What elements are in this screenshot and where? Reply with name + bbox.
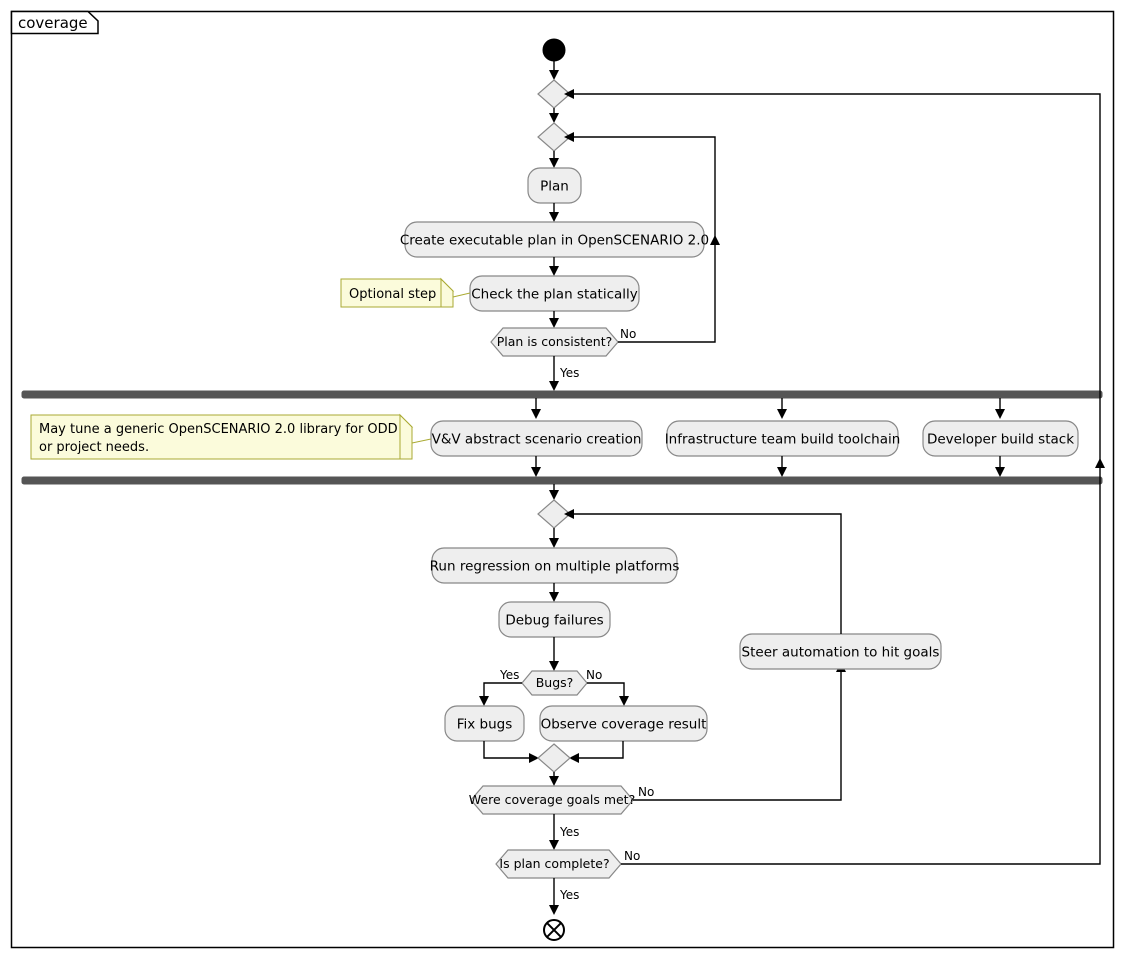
arrowhead-dev-join [995, 467, 1005, 477]
arrowhead-observe-merge [569, 753, 579, 763]
arrowhead-merge-plan [549, 158, 559, 168]
arrowhead-join-merge [549, 490, 559, 500]
arrowhead-check-consistent [549, 318, 559, 328]
decision-is-plan-complete[interactable] [495, 849, 622, 879]
edge-bugs-yes [483, 682, 522, 700]
decision-coverage-goals-met[interactable] [470, 785, 634, 815]
flow-final-cross-icon [546, 922, 562, 938]
activity-create-executable-plan-label: Create executable plan in OpenSCENARIO 2… [400, 233, 709, 249]
diagram-frame [10, 10, 1115, 949]
decision-bugs-label: Bugs? [536, 675, 574, 690]
guard-bugs-no: No [586, 668, 602, 682]
arrowhead-fork-dev [995, 409, 1005, 419]
arrowhead-vv-join [531, 467, 541, 477]
arrowhead-start-merge [549, 70, 559, 80]
decision-coverage-goals-met-label: Were coverage goals met? [469, 792, 635, 807]
edge-fixbugs-to-merge [483, 741, 533, 759]
arrowhead-debug-bugs [549, 661, 559, 671]
guard-consistent-no: No [620, 327, 636, 341]
decision-is-plan-complete-label: Is plan complete? [499, 856, 609, 871]
arrowhead-plan-complete-mid [1095, 458, 1105, 468]
guard-coverage-yes: Yes [559, 825, 579, 839]
arrowhead-plan-create [549, 212, 559, 222]
arrowhead-create-check [549, 266, 559, 276]
activity-observe-coverage-result-label: Observe coverage result [541, 717, 707, 733]
arrowhead-infra-join [777, 467, 787, 477]
decision-plan-is-consistent[interactable] [490, 327, 619, 357]
activity-run-regression-label: Run regression on multiple platforms [430, 559, 680, 575]
arrowhead-coverage-yes [549, 840, 559, 850]
guard-coverage-no: No [638, 785, 654, 799]
frame-label-text: coverage [18, 14, 88, 32]
activity-check-plan-statically-label: Check the plan statically [471, 287, 638, 303]
arrowhead-steer-merge [564, 509, 574, 519]
arrowhead-mergebugs-coverage [549, 776, 559, 786]
arrowhead-bugs-yes [479, 696, 489, 706]
activity-infrastructure-team-build-toolchain-label: Infrastructure team build toolchain [665, 432, 901, 448]
arrowhead-merge-outer-plan [549, 113, 559, 123]
activity-debug-failures-label: Debug failures [505, 613, 603, 629]
note-optional-step-text: Optional step [349, 287, 436, 302]
note-optional-step-connector [452, 292, 471, 298]
guard-plan-complete-no: No [624, 849, 640, 863]
guard-plan-complete-yes: Yes [559, 888, 579, 902]
activity-plan-label: Plan [540, 179, 569, 195]
fork-bar [21, 390, 1103, 399]
edge-steer-to-merge-regression [574, 513, 842, 634]
arrowhead-consistent-yes [549, 381, 559, 391]
arrowhead-plan-complete-yes [549, 905, 559, 915]
arrowhead-plan-complete-merge [564, 89, 574, 99]
note-library-tune-line2: or project needs. [39, 440, 149, 455]
edge-coverage-no-to-steer [633, 668, 842, 801]
start-node [542, 38, 566, 62]
arrowhead-merge-run [549, 538, 559, 548]
arrowhead-consistent-no-mid [710, 235, 720, 245]
join-bar [21, 476, 1103, 485]
activity-steer-automation-label: Steer automation to hit goals [742, 645, 940, 661]
merge-diamond-bugs [537, 743, 571, 773]
arrowhead-run-debug [549, 592, 559, 602]
activity-fix-bugs-label: Fix bugs [457, 717, 513, 733]
arrowhead-consistent-no-merge [564, 132, 574, 142]
edge-plan-complete-no-loop [574, 93, 1101, 865]
note-library-tune-connector [411, 438, 432, 444]
guard-consistent-yes: Yes [559, 366, 579, 380]
note-library-tune-line1: May tune a generic OpenSCENARIO 2.0 libr… [39, 422, 398, 437]
arrowhead-bugs-no [619, 696, 629, 706]
note-library-tune-body-right [399, 413, 413, 460]
arrowhead-fork-infra [777, 409, 787, 419]
edge-bugs-no [587, 682, 625, 700]
arrowhead-fixbugs-merge [529, 753, 539, 763]
guard-bugs-yes: Yes [499, 668, 519, 682]
arrowhead-fork-vv [531, 409, 541, 419]
edge-observe-to-merge [575, 741, 624, 759]
activity-developer-build-stack-label: Developer build stack [927, 432, 1074, 448]
activity-vv-abstract-scenario-creation-label: V&V abstract scenario creation [432, 432, 642, 448]
note-optional-step-body-right [440, 277, 454, 308]
frame-label-tab [10, 10, 99, 35]
decision-plan-is-consistent-label: Plan is consistent? [497, 334, 613, 349]
